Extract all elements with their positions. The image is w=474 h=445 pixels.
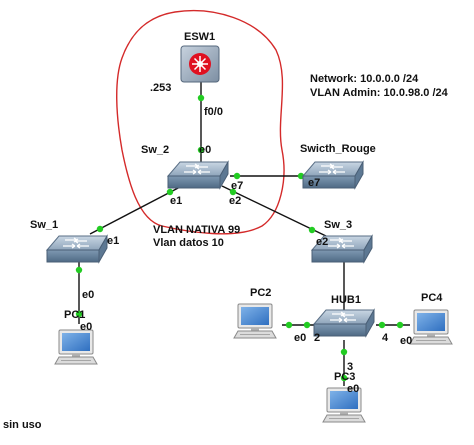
status-dot bbox=[396, 321, 404, 329]
sin-uso-note: sin uso bbox=[3, 419, 42, 431]
status-dot bbox=[197, 94, 205, 102]
port-label: 2 bbox=[314, 332, 320, 344]
switch-rouge-label: Swicth_Rouge bbox=[300, 143, 376, 155]
links bbox=[78, 82, 410, 386]
esw1-ip-label: .253 bbox=[150, 82, 171, 94]
vlan-nativa-note: VLAN NATIVA 99 bbox=[153, 224, 240, 236]
link-sw2-sw1 bbox=[89, 185, 183, 235]
status-dot bbox=[340, 348, 348, 356]
status-dot bbox=[303, 321, 311, 329]
pc4-computer[interactable] bbox=[409, 309, 453, 345]
link-sw2-sw3 bbox=[221, 185, 327, 237]
status-dot bbox=[233, 172, 241, 180]
status-dot bbox=[308, 226, 316, 234]
port-label: e2 bbox=[229, 195, 241, 207]
status-dot bbox=[378, 321, 386, 329]
sw2-switch[interactable] bbox=[167, 161, 229, 189]
status-dot bbox=[75, 266, 83, 274]
status-dot bbox=[340, 374, 348, 382]
vlan-admin-note: VLAN Admin: 10.0.98.0 /24 bbox=[310, 87, 449, 99]
status-dot bbox=[75, 310, 83, 318]
port-label: e0 bbox=[294, 332, 306, 344]
port-label: e1 bbox=[170, 195, 182, 207]
pc1-computer[interactable] bbox=[54, 329, 98, 365]
pc3-label: PC3 bbox=[334, 371, 355, 383]
pc2-computer[interactable] bbox=[233, 303, 277, 339]
status-dot bbox=[96, 225, 104, 233]
port-label: 3 bbox=[347, 361, 353, 373]
port-label: e1 bbox=[107, 235, 119, 247]
esw1-device[interactable] bbox=[180, 45, 220, 83]
status-dot bbox=[166, 188, 174, 196]
sw1-label: Sw_1 bbox=[30, 219, 58, 231]
sw3-label: Sw_3 bbox=[324, 219, 352, 231]
hub1-label: HUB1 bbox=[331, 294, 361, 306]
pc2-label: PC2 bbox=[250, 287, 271, 299]
status-dot bbox=[229, 188, 237, 196]
port-label: f0/0 bbox=[204, 106, 223, 118]
port-label: e2 bbox=[316, 236, 328, 248]
port-label: e7 bbox=[308, 177, 320, 189]
port-label: e0 bbox=[347, 383, 359, 395]
port-label: 4 bbox=[382, 332, 389, 344]
port-label: e0 bbox=[199, 144, 211, 156]
port-label: e0 bbox=[400, 335, 412, 347]
port-label: e0 bbox=[82, 289, 94, 301]
pc4-label: PC4 bbox=[421, 292, 443, 304]
port-label: e7 bbox=[231, 180, 243, 192]
sw2-label: Sw_2 bbox=[141, 144, 169, 156]
pc1-label: PC1 bbox=[64, 309, 85, 321]
annotation-outline bbox=[116, 9, 285, 235]
network-note: Network: 10.0.0.0 /24 bbox=[310, 73, 419, 85]
status-dot bbox=[285, 321, 293, 329]
sw1-switch[interactable] bbox=[46, 235, 108, 263]
esw1-label: ESW1 bbox=[184, 31, 215, 43]
link-status-dots bbox=[75, 94, 404, 382]
status-dot bbox=[197, 146, 205, 154]
port-label: e0 bbox=[80, 321, 92, 333]
hub1-switch[interactable] bbox=[313, 309, 375, 337]
vlan-datos-note: Vlan datos 10 bbox=[153, 237, 224, 249]
